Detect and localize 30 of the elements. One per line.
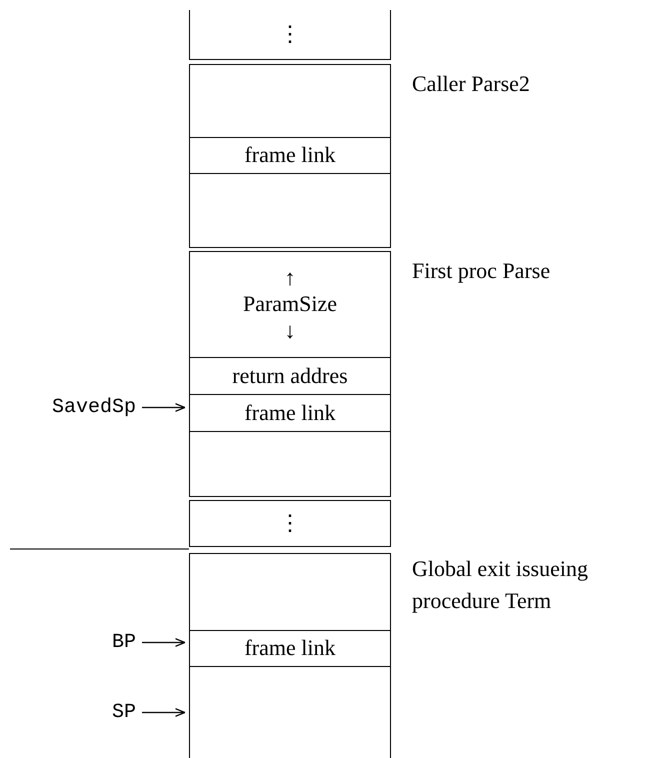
pointer-label: SP [112, 701, 136, 724]
cell-text: ⋮ [279, 510, 301, 537]
pointer-arrow [142, 403, 186, 412]
pointer-arrow [142, 708, 186, 717]
empty-stack-cell [189, 431, 391, 497]
pointer-label: SavedSp [52, 396, 136, 419]
empty-stack-cell [189, 64, 391, 138]
cell-text: frame link [244, 400, 336, 426]
stack-cell [189, 137, 391, 174]
cell-text: return addres [232, 362, 348, 390]
cell-text: frame link [244, 142, 336, 169]
frame-label: First proc Parse [412, 257, 552, 285]
pointer-arrow [142, 638, 186, 647]
cell-text: ↓ [284, 318, 296, 344]
cell-text: ↑ [284, 264, 296, 292]
stack-cell [189, 10, 391, 60]
empty-stack-cell [189, 173, 391, 248]
stack-cell [189, 630, 391, 667]
stack-cell [189, 357, 391, 395]
cell-text: ParamSize [242, 291, 338, 318]
stack-cell [189, 500, 391, 547]
stack-cell [189, 251, 391, 358]
frame-label: Caller Parse2 [412, 70, 531, 98]
pointer-label: BP [112, 631, 136, 654]
cell-text: frame link [244, 635, 336, 662]
empty-stack-cell [189, 553, 391, 631]
cell-text: ⋮ [279, 21, 301, 48]
empty-stack-cell [189, 666, 391, 758]
frame-label: Global exit issueing procedure Term [412, 555, 589, 615]
stack-cell [189, 394, 391, 432]
